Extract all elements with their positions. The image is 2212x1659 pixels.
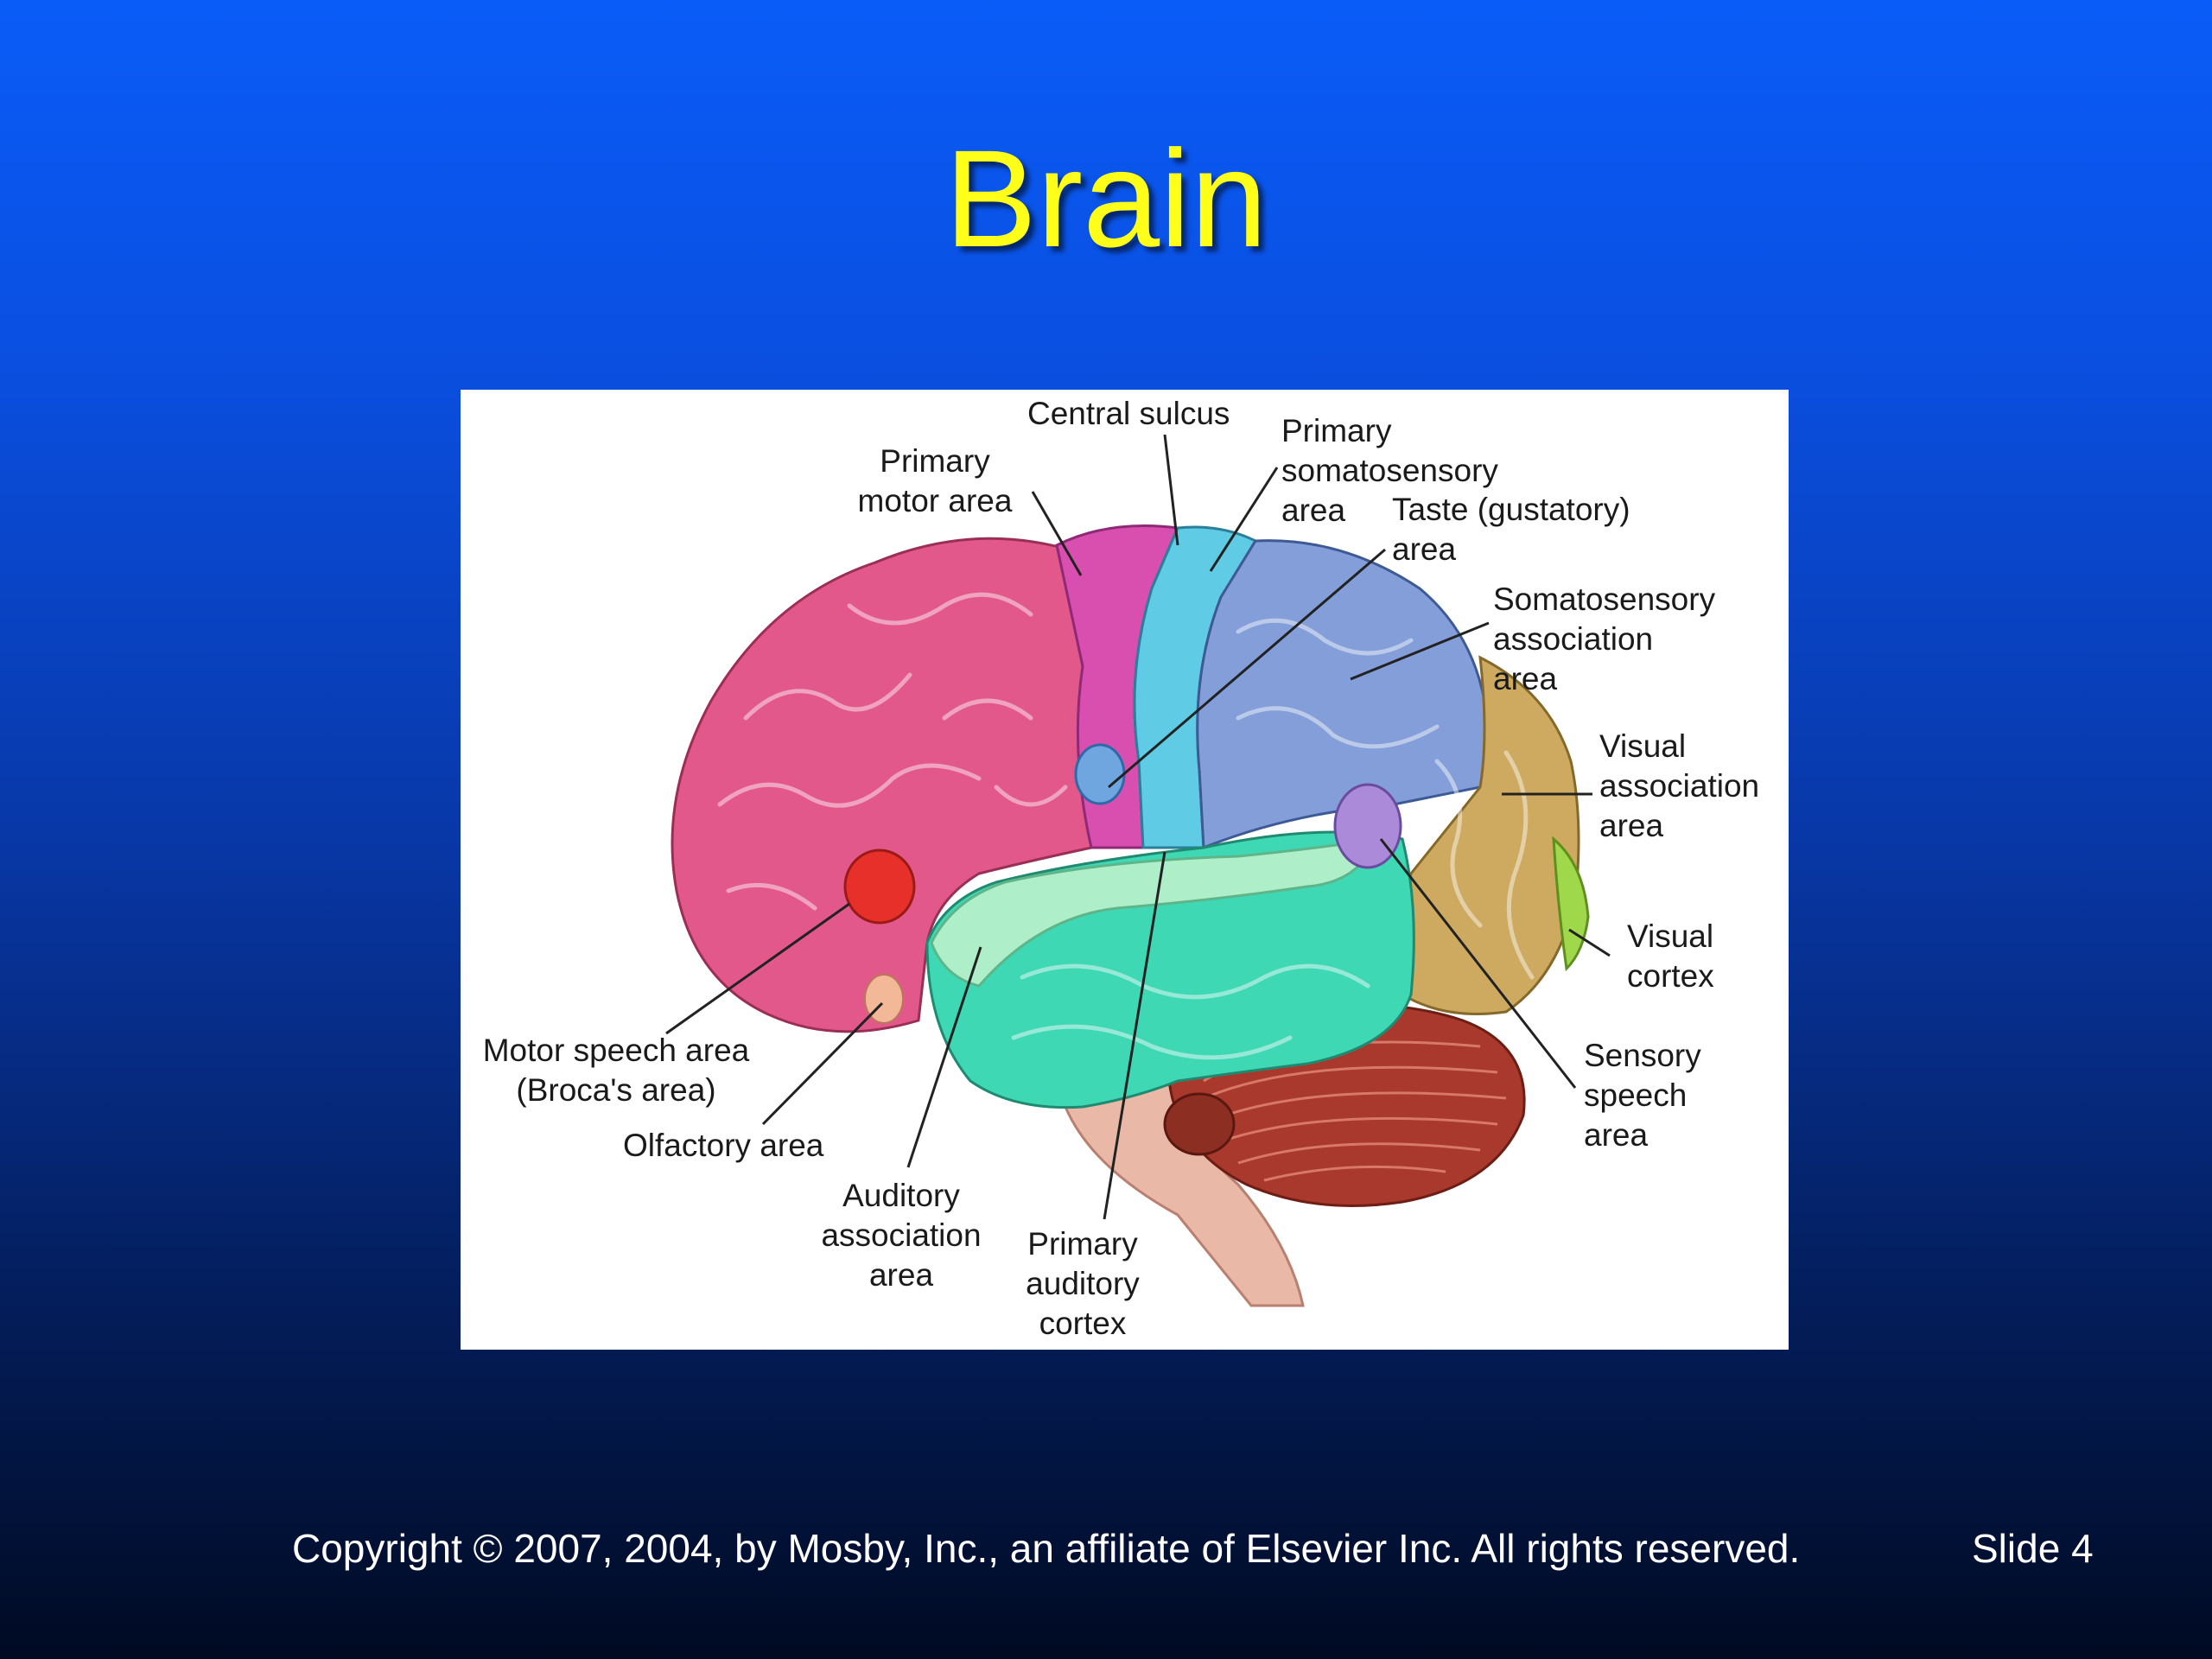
cerebellum-knot xyxy=(1163,1092,1236,1156)
label-visual-association-area: Visual association area xyxy=(1599,728,1760,843)
label-primary-auditory-cortex: Primary auditory cortex xyxy=(1026,1226,1140,1341)
slide-number: Slide 4 xyxy=(1972,1526,2094,1571)
label-motor-speech-area: Motor speech area (Broca's area) xyxy=(482,1033,750,1108)
label-central-sulcus: Central sulcus xyxy=(1027,396,1230,431)
slide-title: Brain xyxy=(944,121,1268,276)
label-sensory-speech-area: Sensory speech area xyxy=(1584,1038,1701,1153)
visual-association-region xyxy=(1398,655,1580,1015)
label-visual-cortex: Visual cortex xyxy=(1627,918,1714,994)
brain-illustration xyxy=(665,434,1611,1307)
sensory-speech-region xyxy=(1333,783,1402,869)
taste-region xyxy=(1074,743,1126,805)
copyright-text: Copyright © 2007, 2004, by Mosby, Inc., … xyxy=(292,1526,1801,1571)
broca-region xyxy=(843,849,916,925)
label-olfactory-area: Olfactory area xyxy=(623,1128,824,1163)
label-auditory-association-area: Auditory association area xyxy=(821,1178,982,1293)
label-taste-area: Taste (gustatory) area xyxy=(1392,492,1630,567)
label-primary-motor-area: Primary motor area xyxy=(857,443,1013,518)
gyri-lines xyxy=(717,592,1535,1060)
leader-lines xyxy=(665,434,1611,1220)
brain-diagram: Central sulcus Primary motor area Primar… xyxy=(461,390,1789,1350)
frontal-lobe xyxy=(671,537,1102,1033)
label-primary-somatosensory-area: Primary somatosensory area xyxy=(1281,413,1498,528)
label-somatosensory-association-area: Somatosensory association area xyxy=(1493,582,1716,696)
